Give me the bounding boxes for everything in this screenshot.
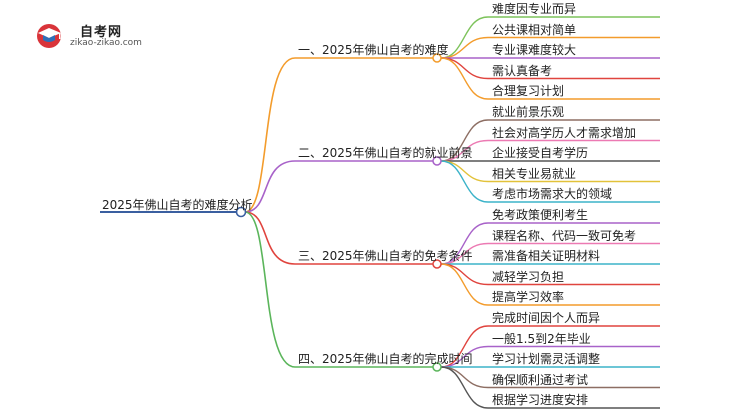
- child-label-3-5: 提高学习效率: [492, 290, 565, 304]
- child-label-2-2: 社会对高学历人才需求增加: [492, 125, 637, 140]
- branch-connector-2: [244, 160, 296, 213]
- branch-node-4[interactable]: [432, 362, 442, 372]
- branch-connector-3: [244, 211, 296, 265]
- site-logo[interactable]: 自考网 zikao-zikao.com: [34, 20, 164, 50]
- child-label-4-2: 一般1.5到2年毕业: [492, 331, 591, 346]
- child-connector-3-4: [440, 263, 489, 286]
- child-label-3-4: 减轻学习负担: [492, 269, 565, 284]
- child-label-1-3: 专业课难度较大: [492, 43, 577, 57]
- child-connector-4-4: [440, 366, 489, 389]
- logo-name: 自考网: [80, 25, 123, 40]
- child-label-4-4: 确保顺利通过考试: [492, 372, 589, 387]
- child-label-2-4: 相关专业易就业: [492, 166, 577, 181]
- child-label-3-3: 需准备相关证明材料: [492, 249, 601, 263]
- child-connector-2-4: [440, 160, 489, 183]
- child-label-3-1: 免考政策便利考生: [492, 208, 589, 222]
- child-connector-1-4: [440, 57, 489, 80]
- child-label-1-5: 合理复习计划: [492, 84, 565, 98]
- child-label-3-2: 课程名称、代码一致可免考: [492, 228, 637, 243]
- graduation-cap-icon: [37, 24, 61, 48]
- child-label-1-4: 需认真备考: [492, 63, 553, 78]
- child-label-2-5: 考虑市场需求大的领域: [492, 187, 613, 201]
- branch-node-3[interactable]: [432, 259, 442, 269]
- child-label-2-3: 企业接受自考学历: [492, 146, 589, 160]
- branch-node-2[interactable]: [432, 156, 442, 166]
- branch-node-1[interactable]: [432, 53, 442, 63]
- child-label-1-1: 难度因专业而异: [492, 2, 577, 16]
- branch-label-4: 四、2025年佛山自考的完成时间: [298, 352, 473, 366]
- branch-label-2: 二、2025年佛山自考的就业前景: [298, 146, 473, 160]
- branch-label-1: 一、2025年佛山自考的难度: [298, 43, 449, 57]
- child-connector-3-5: [440, 263, 489, 306]
- branch-connector-1: [244, 57, 296, 213]
- child-label-2-1: 就业前景乐观: [492, 105, 565, 119]
- child-label-4-1: 完成时间因个人而异: [492, 311, 601, 325]
- child-connector-2-5: [440, 160, 489, 203]
- child-label-4-5: 根据学习进度安排: [492, 393, 589, 407]
- logo-url: zikao-zikao.com: [70, 38, 142, 48]
- root-node-label: 2025年佛山自考的难度分析: [102, 198, 253, 212]
- child-label-1-2: 公共课相对简单: [492, 22, 577, 37]
- branch-connector-4: [244, 211, 296, 368]
- child-connector-4-5: [440, 366, 489, 409]
- branch-label-3: 三、2025年佛山自考的免考条件: [298, 249, 473, 263]
- child-connector-1-5: [440, 57, 489, 100]
- root-node[interactable]: [235, 206, 247, 218]
- child-label-4-3: 学习计划需灵活调整: [492, 352, 601, 366]
